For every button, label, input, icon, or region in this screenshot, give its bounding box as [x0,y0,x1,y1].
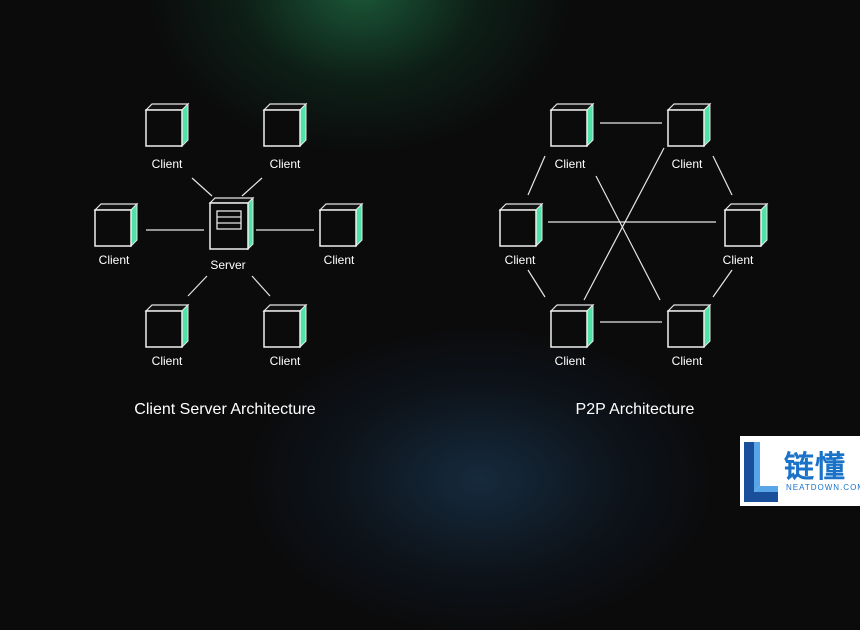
client-label: Client [270,157,301,171]
client-label: Client [152,354,183,368]
edge-p2p-left-lower [527,269,546,298]
client-node-p-bottom-left [550,304,594,348]
logo-l-mark-icon [744,442,778,502]
client-label: Client [270,354,301,368]
client-label: Client [555,157,586,171]
logo-english-text: NEATDOWN.COM [786,483,860,492]
architecture-diagram: Server Client Client Client Client Clien… [94,103,768,418]
client-node-cs-mid-right [319,203,363,247]
edge-p2p-diagonal-a [595,175,661,301]
neatdown-logo: 链懂 NEATDOWN.COM [740,436,860,506]
client-label: Client [672,157,703,171]
edge-p2p-diagonal-b [583,147,665,301]
edge-p2p-right-upper [712,155,733,196]
client-label: Client [99,253,130,267]
client-node-p-mid-left [499,203,543,247]
edge-p2p-right-lower [712,269,733,298]
client-label: Client [324,253,355,267]
client-server-title: Client Server Architecture [134,401,316,418]
client-node-p-bottom-right [667,304,711,348]
edge-server-top-right [241,177,263,197]
client-node-cs-top-right [263,103,307,147]
client-node-cs-bottom-left [145,304,189,348]
p2p-title: P2P Architecture [576,401,695,418]
client-server-edges [146,177,314,297]
client-node-cs-top-left [145,103,189,147]
client-node-p-top-right [667,103,711,147]
server-icon [216,210,242,230]
server-node [208,196,255,251]
client-label: Client [723,253,754,267]
client-node-cs-mid-left [94,203,138,247]
p2p-edges [527,122,733,323]
server-label: Server [210,258,245,272]
edge-server-bottom-left [187,275,208,297]
client-label: Client [555,354,586,368]
client-label: Client [672,354,703,368]
client-node-p-mid-right [724,203,768,247]
edge-server-bottom-right [251,275,271,297]
client-node-p-top-left [550,103,594,147]
logo-chinese-text: 链懂 [784,450,846,485]
edge-server-top-left [191,177,213,197]
client-label: Client [505,253,536,267]
client-node-cs-bottom-right [263,304,307,348]
client-label: Client [152,157,183,171]
edge-p2p-left-upper [527,155,546,196]
